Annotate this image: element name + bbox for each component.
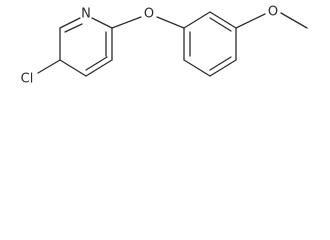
bond-a4-a5 (209, 59, 237, 77)
bond-n-c6 (59, 17, 81, 29)
methoxy-oxygen-label: O (268, 5, 278, 20)
bond-a1-a2 (183, 11, 211, 29)
bond-c4-c3-inner (85, 56, 108, 71)
bond-c5-cl (37, 59, 61, 74)
bond-o-methyl (280, 12, 308, 29)
bond-n-c2 (91, 17, 113, 29)
bond-n-c6-inner (64, 23, 83, 33)
bond-c5-c4 (59, 59, 87, 77)
nitrogen-label: N (81, 7, 91, 22)
chemical-structure-diagram: N O O Cl (21, 5, 308, 87)
bond-a3-o (235, 13, 266, 29)
bond-a5-a6 (183, 59, 211, 77)
bond-c4-c3 (85, 59, 113, 77)
bond-a4-a5-inner (209, 56, 232, 71)
ether-oxygen-label: O (144, 7, 154, 22)
bond-a2-a3-inner (209, 17, 232, 32)
bond-a2-a3 (209, 11, 237, 29)
methoxyphenyl-ring (183, 11, 237, 77)
pyridine-ring (59, 17, 113, 77)
chlorine-label: Cl (21, 72, 34, 87)
bond-c2-o (111, 16, 142, 29)
bond-o-aryl (156, 16, 185, 29)
